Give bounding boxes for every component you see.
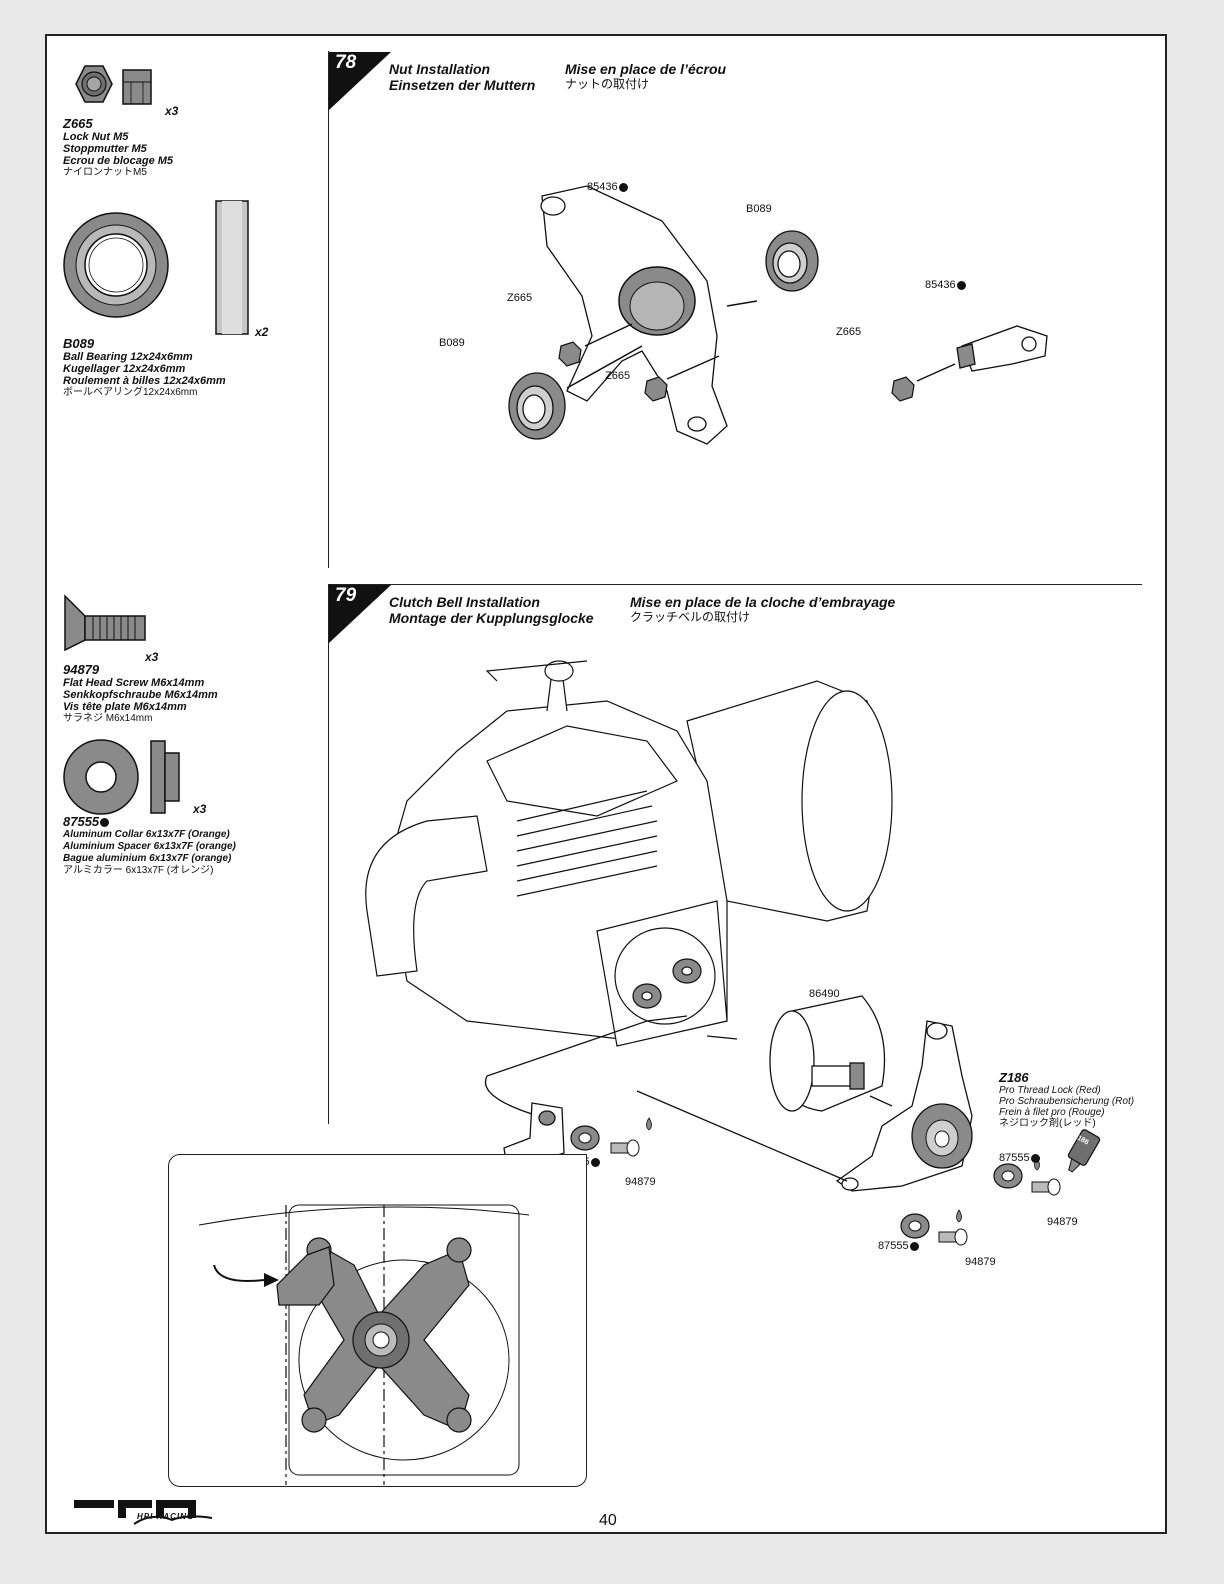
- collar-screw-set-bottom: [900, 1209, 968, 1246]
- part-code: 87555: [63, 815, 303, 829]
- step-78-title-right: Mise en place de l’écrou ナットの取付け: [565, 61, 726, 91]
- engine-diagram: [365, 660, 893, 1047]
- nut-right: [891, 376, 915, 402]
- marker-1-icon: [618, 182, 628, 192]
- hpi-racing-logo: [74, 1500, 213, 1525]
- step-79-title-right: Mise en place de la cloche d’embrayage ク…: [630, 594, 895, 624]
- logo-text: HPI RACING: [137, 1512, 195, 1521]
- thread-lock-desc-jp: ネジロック剤(レッド): [999, 1118, 1096, 1129]
- arm-part: [956, 325, 1048, 372]
- qty-94879: x3: [145, 650, 159, 664]
- part-desc-en: Flat Head Screw M6x14mm: [63, 677, 205, 689]
- orange-marker-icon: [590, 1157, 600, 1167]
- label-94879-right: 94879: [1047, 1216, 1078, 1228]
- step-78-title-fr: Mise en place de l’écrou: [565, 61, 727, 77]
- step-78-title-jp: ナットの取付け: [565, 77, 650, 91]
- nut-left: [558, 341, 582, 367]
- ball-bearing-icon: [63, 200, 249, 335]
- detail-inset-box: [168, 1154, 587, 1487]
- label-87555-bottom: 87555: [878, 1240, 919, 1252]
- label-text: 87555: [999, 1152, 1030, 1164]
- step-78-title-left: Nut Installation Einsetzen der Muttern: [389, 61, 535, 93]
- step-78-title-de: Einsetzen der Muttern: [389, 77, 536, 93]
- label-85436-1: 85436: [587, 181, 628, 193]
- qty-b089: x2: [255, 325, 269, 339]
- part-desc-jp: アルミカラー 6x13x7F (オレンジ): [63, 865, 214, 876]
- step-79-title-de: Montage der Kupplungsglocke: [389, 610, 594, 626]
- orange-marker-icon: [1030, 1153, 1040, 1163]
- page-number: 40: [599, 1512, 617, 1529]
- part-desc-fr: Vis tête plate M6x14mm: [63, 701, 187, 713]
- divider-step79-left: [328, 584, 329, 1124]
- marker-2-icon: [956, 280, 966, 290]
- label-text: 85436: [925, 279, 956, 291]
- label-text: 85436: [587, 181, 618, 193]
- part-b089-text: B089 Ball Bearing 12x24x6mm Kugellager 1…: [63, 337, 303, 399]
- qty-87555: x3: [193, 802, 207, 816]
- label-z665-bottom: Z665: [605, 370, 631, 382]
- nut-bottom: [644, 376, 668, 402]
- part-desc-fr: Bague aluminium 6x13x7F (orange): [63, 853, 232, 864]
- thread-lock-bottle-icon: [1067, 1129, 1101, 1173]
- aluminum-collar-icon: [63, 739, 180, 815]
- part-code: 94879: [63, 662, 100, 677]
- part-desc-en: Ball Bearing 12x24x6mm: [63, 351, 193, 363]
- part-desc-en: Aluminum Collar 6x13x7F (Orange): [63, 829, 230, 840]
- thread-lock-desc-fr: Frein à filet pro (Rouge): [999, 1107, 1105, 1118]
- label-b089-left: B089: [439, 337, 465, 349]
- lock-nut-icon: [75, 65, 152, 105]
- label-z665-right: Z665: [836, 326, 862, 338]
- collar-screw-set-left: [570, 1117, 652, 1157]
- divider-step78-left: [328, 51, 329, 568]
- label-z665-left: Z665: [507, 292, 533, 304]
- label-87555-right: 87555: [999, 1152, 1040, 1164]
- part-desc-de: Senkkopfschraube M6x14mm: [63, 689, 218, 701]
- flat-head-screw-icon: [64, 594, 146, 652]
- part-z665-text: Z665 Lock Nut M5 Stoppmutter M5 Ecrou de…: [63, 117, 303, 179]
- part-desc-de: Aluminium Spacer 6x13x7F (orange): [63, 841, 236, 852]
- clutch-bell-diagram: [769, 995, 886, 1112]
- thread-lock-code: Z186: [999, 1070, 1029, 1085]
- thread-lock-desc-de: Pro Schraubensicherung (Rot): [999, 1096, 1135, 1107]
- part-94879-text: 94879 Flat Head Screw M6x14mm Senkkopfsc…: [63, 663, 303, 725]
- part-desc-en: Lock Nut M5: [63, 131, 129, 143]
- upright-79-diagram: [835, 1020, 973, 1192]
- detail-inset-drawing: [198, 1204, 530, 1485]
- part-desc-jp: サラネジ M6x14mm: [63, 713, 153, 724]
- bearing-top: [765, 230, 819, 292]
- part-desc-jp: ボールベアリング12x24x6mm: [63, 387, 198, 398]
- manual-page: x3 Z665 Lock Nut M5 Stoppmutter M5 Ecrou…: [45, 34, 1167, 1534]
- part-desc-fr: Roulement à billes 12x24x6mm: [63, 375, 226, 387]
- orange-marker-icon: [909, 1241, 919, 1251]
- step-78-title-en: Nut Installation: [389, 61, 491, 77]
- thread-lock-desc-en: Pro Thread Lock (Red): [999, 1085, 1101, 1096]
- part-desc-fr: Ecrou de blocage M5: [63, 155, 174, 167]
- part-code: B089: [63, 336, 95, 351]
- step-79-title-en: Clutch Bell Installation: [389, 594, 540, 610]
- step-78-diagram: [508, 185, 1048, 445]
- label-94879-bottom: 94879: [965, 1256, 996, 1268]
- part-desc-de: Kugellager 12x24x6mm: [63, 363, 186, 375]
- step-79-title-fr: Mise en place de la cloche d’embrayage: [630, 594, 896, 610]
- label-94879-left: 94879: [625, 1176, 656, 1188]
- step-79-arrows: [484, 1015, 893, 1182]
- step-78-number: 78: [335, 52, 357, 73]
- step-79-title-jp: クラッチベルの取付け: [630, 610, 751, 624]
- part-code-text: 87555: [63, 814, 100, 829]
- part-87555-text: 87555 Aluminum Collar 6x13x7F (Orange) A…: [63, 815, 303, 877]
- bearing-left: [508, 372, 566, 440]
- label-text: 87555: [878, 1240, 909, 1252]
- step-79-title-left: Clutch Bell Installation Montage der Kup…: [389, 594, 594, 626]
- part-desc-de: Stoppmutter M5: [63, 143, 147, 155]
- qty-z665: x3: [165, 104, 179, 118]
- step-79-number: 79: [335, 585, 357, 606]
- label-86490: 86490: [809, 988, 840, 1000]
- part-code: Z665: [63, 116, 93, 131]
- divider-step79-top: [328, 584, 1142, 585]
- label-85436-2: 85436: [925, 279, 966, 291]
- part-desc-jp: ナイロンナットM5: [63, 167, 147, 178]
- orange-marker-icon: [100, 818, 110, 828]
- label-b089-top: B089: [746, 203, 772, 215]
- thread-lock-text: Z186 Pro Thread Lock (Red) Pro Schrauben…: [999, 1071, 1149, 1130]
